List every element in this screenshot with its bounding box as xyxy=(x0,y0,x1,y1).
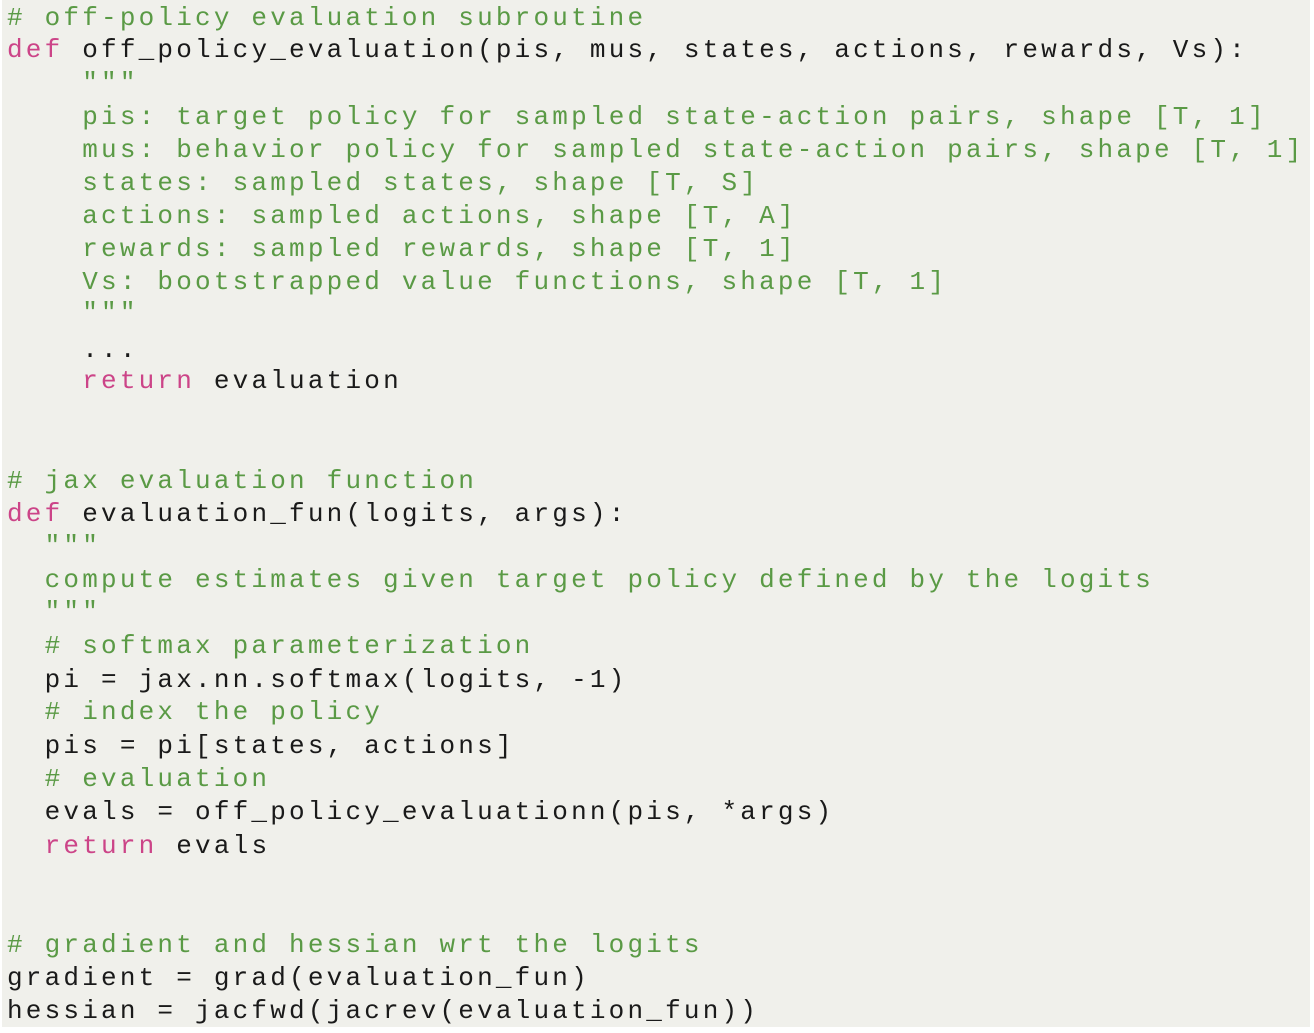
code-line-doc-vs: Vs: bootstrapped value functions, shape … xyxy=(7,267,947,297)
code-line-doc-pis: pis: target policy for sampled state-act… xyxy=(7,102,1267,132)
code-line-comment-softmax: # softmax parameterization xyxy=(7,631,533,661)
code-line-comment-gradient: # gradient and hessian wrt the logits xyxy=(7,930,703,960)
comment: # gradient and hessian wrt the logits xyxy=(7,930,703,960)
code-line-comment-jax: # jax evaluation function xyxy=(7,466,477,496)
code-line-doc-rewards: rewards: sampled rewards, shape [T, 1] xyxy=(7,234,797,264)
code-line-hessian: hessian = jacfwd(jacrev(evaluation_fun)) xyxy=(7,996,759,1026)
code-line-pis-index: pis = pi[states, actions] xyxy=(7,731,515,761)
docstring-text: actions: sampled actions, shape [T, A] xyxy=(82,201,797,231)
docstring-text: states: sampled states, shape [T, S] xyxy=(82,168,760,198)
comment: # index the policy xyxy=(44,697,384,727)
return-value: evals xyxy=(157,831,271,861)
keyword-def: def xyxy=(7,499,64,529)
comment: # softmax parameterization xyxy=(44,631,534,661)
code-line-docstring-open: """ xyxy=(7,68,139,98)
docstring-text: compute estimates given target policy de… xyxy=(44,565,1154,595)
docstring-text: pis: target policy for sampled state-act… xyxy=(82,102,1267,132)
comment: # evaluation xyxy=(44,764,271,794)
docstring-quotes: """ xyxy=(44,597,102,627)
statement: pi = jax.nn.softmax(logits, -1) xyxy=(44,665,628,695)
docstring-quotes: """ xyxy=(44,531,102,561)
keyword-return: return xyxy=(44,831,158,861)
code-line-return-evaluation: return evaluation xyxy=(7,366,402,396)
code-line-docstring-open: """ xyxy=(7,531,101,561)
code-line-doc-mus: mus: behavior policy for sampled state-a… xyxy=(7,135,1304,165)
code-line-comment-evaluation: # evaluation xyxy=(7,764,270,794)
statement: evals = off_policy_evaluationn(pis, *arg… xyxy=(44,797,835,827)
code-line-comment-subroutine: # off-policy evaluation subroutine xyxy=(7,3,646,33)
ellipsis: ... xyxy=(82,335,139,365)
return-value: evaluation xyxy=(195,366,402,396)
code-line-comment-index: # index the policy xyxy=(7,697,383,727)
code-line-docstring-close: """ xyxy=(7,298,139,328)
code-line-def-evaluation-fun: def evaluation_fun(logits, args): xyxy=(7,499,628,529)
keyword-def: def xyxy=(7,35,64,65)
code-line-ellipsis: ... xyxy=(7,335,139,365)
function-signature: evaluation_fun(logits, args): xyxy=(63,499,628,529)
code-line-gradient: gradient = grad(evaluation_fun) xyxy=(7,963,590,993)
docstring-quotes: """ xyxy=(82,68,139,98)
comment: # jax evaluation function xyxy=(7,466,478,496)
docstring-text: mus: behavior policy for sampled state-a… xyxy=(82,135,1305,165)
code-line-doc-actions: actions: sampled actions, shape [T, A] xyxy=(7,201,797,231)
code-line-doc-states: states: sampled states, shape [T, S] xyxy=(7,168,759,198)
code-line-evals: evals = off_policy_evaluationn(pis, *arg… xyxy=(7,797,834,827)
docstring-text: rewards: sampled rewards, shape [T, 1] xyxy=(82,234,797,264)
statement: pis = pi[states, actions] xyxy=(44,731,515,761)
code-line-def-off-policy: def off_policy_evaluation(pis, mus, stat… xyxy=(7,35,1248,65)
keyword-return: return xyxy=(82,366,196,396)
docstring-quotes: """ xyxy=(82,298,139,328)
docstring-text: Vs: bootstrapped value functions, shape … xyxy=(82,267,948,297)
code-line-pi-softmax: pi = jax.nn.softmax(logits, -1) xyxy=(7,665,628,695)
code-line-return-evals: return evals xyxy=(7,831,270,861)
code-line-doc-compute: compute estimates given target policy de… xyxy=(7,565,1154,595)
statement: gradient = grad(evaluation_fun) xyxy=(7,963,590,993)
statement: hessian = jacfwd(jacrev(evaluation_fun)) xyxy=(7,996,760,1026)
comment: # off-policy evaluation subroutine xyxy=(7,3,647,33)
code-line-docstring-close: """ xyxy=(7,597,101,627)
function-signature: off_policy_evaluation(pis, mus, states, … xyxy=(63,35,1248,65)
